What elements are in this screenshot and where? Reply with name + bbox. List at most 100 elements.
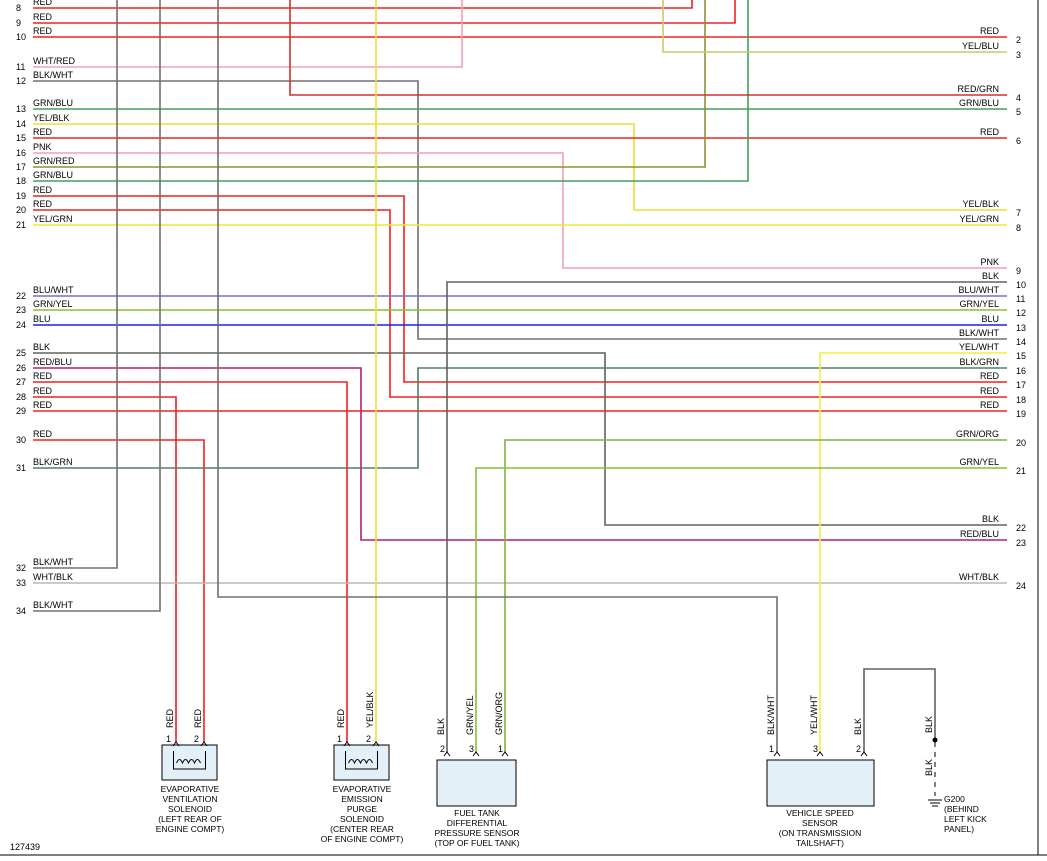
coil-symbol [176,759,201,765]
component-pin-number: 2 [856,744,861,754]
component-wire-label: BLK [853,718,863,735]
wire-left-27 [33,381,348,742]
wire-left-18 [33,0,749,182]
component-pin-number: 3 [469,744,474,754]
right-wire-color-label: YEL/BLK [962,199,999,209]
wire-right-20 [504,439,1007,752]
component-body [333,744,390,781]
component-pin-number: 1 [498,744,503,754]
labels: 8RED9RED10RED11WHT/RED12BLK/WHT13GRN/BLU… [16,0,1026,616]
right-pin-number: 5 [1016,107,1021,117]
left-wire-color-label: BLK [33,342,50,352]
left-pin-number: 27 [16,377,26,387]
wire-left-34 [33,0,161,612]
pin-terminal [501,751,509,757]
right-pin-number: 19 [1016,409,1026,419]
right-wire-color-label: RED [980,26,1000,36]
ground-caption-line: G200 [944,794,965,804]
wire-vss-feed [217,0,778,752]
left-wire-color-label: RED [33,400,53,410]
wire-right-21 [475,467,1007,752]
wire-left-25 [33,352,1007,526]
left-pin-number: 21 [16,220,26,230]
left-wire-color-label: GRN/BLU [33,98,73,108]
left-pin-number: 29 [16,406,26,416]
component-wire-label: RED [165,708,175,728]
wire-left-16 [33,152,1007,269]
component-pin-number: 2 [366,734,371,744]
component-caption-line: EMISSION [341,794,383,804]
left-wire-color-label: BLU/WHT [33,285,74,295]
component-wire-label: BLK/WHT [766,694,776,735]
component-caption-line: (TOP OF FUEL TANK) [434,838,519,848]
right-pin-number: 4 [1016,93,1021,103]
right-pin-number: 9 [1016,266,1021,276]
figure-number: 127439 [10,842,40,852]
component-caption-line: OF ENGINE COMPT) [321,834,404,844]
component-pin-number: 2 [194,734,199,744]
ground-symbol-icon [928,799,942,807]
component-evap-vent: 1RED2REDEVAPORATIVEVENTILATIONSOLENOID(L… [156,708,225,834]
right-pin-number: 16 [1016,366,1026,376]
component-caption-line: DIFFERENTIAL [447,818,508,828]
component-caption-line: ENGINE COMPT) [156,824,225,834]
pin-terminal [860,751,868,757]
component-wire-label: YEL/WHT [809,694,819,735]
right-wire-color-label: RED/GRN [957,84,999,94]
left-pin-number: 10 [16,32,26,42]
wire-right-4 [289,0,1007,96]
wire-left-9 [33,0,736,24]
ground-caption-line: PANEL) [944,824,974,834]
right-wire-color-label: WHT/BLK [959,572,999,582]
right-wire-color-label: YEL/WHT [959,342,1000,352]
right-pin-number: 3 [1016,50,1021,60]
wire-right-10 [446,281,1007,752]
component-pin-number: 2 [440,744,445,754]
right-pin-number: 8 [1016,223,1021,233]
left-wire-color-label: GRN/RED [33,156,75,166]
left-pin-number: 16 [16,148,26,158]
pin-terminal [443,751,451,757]
left-pin-number: 25 [16,348,26,358]
wire-left-32 [33,0,118,569]
left-wire-color-label: RED [33,127,53,137]
left-pin-number: 11 [16,62,25,72]
left-wire-color-label: YEL/BLK [33,113,70,123]
left-wire-color-label: GRN/YEL [33,299,73,309]
wire-left-8 [33,0,693,9]
component-wire-label: BLK [436,718,446,735]
right-wire-color-label: YEL/BLU [962,41,999,51]
left-wire-color-label: PNK [33,142,52,152]
right-pin-number: 22 [1016,523,1026,533]
left-wire-color-label: BLK/WHT [33,600,74,610]
component-caption-line: EVAPORATIVE [333,784,392,794]
right-pin-number: 2 [1016,35,1021,45]
wire-left-30 [33,439,205,742]
wire-right-15 [819,352,1007,752]
wire-left-17 [33,0,706,168]
right-wire-color-label: GRN/BLU [959,98,999,108]
left-pin-number: 28 [16,392,26,402]
left-wire-color-label: RED [33,429,53,439]
component-pin-number: 1 [337,734,342,744]
left-wire-color-label: RED [33,185,53,195]
left-wire-color-label: RED [33,0,53,7]
right-pin-number: 7 [1016,208,1021,218]
left-wire-color-label: GRN/BLU [33,170,73,180]
right-wire-color-label: BLU [981,314,999,324]
component-wire-label: YEL/BLK [365,691,375,728]
left-wire-color-label: RED [33,26,53,36]
component-caption-line: VEHICLE SPEED [786,808,854,818]
component-caption-line: SOLENOID [168,804,212,814]
component-caption-line: TAILSHAFT) [796,838,844,848]
right-wire-color-label: RED/BLU [960,529,999,539]
right-wire-color-label: GRN/ORG [956,429,999,439]
right-pin-number: 21 [1016,466,1026,476]
component-pin-number: 1 [166,734,171,744]
component-pin-number: 3 [813,744,818,754]
left-wire-color-label: BLU [33,314,51,324]
pin-terminal [816,751,824,757]
wire-left-31 [33,367,1007,469]
